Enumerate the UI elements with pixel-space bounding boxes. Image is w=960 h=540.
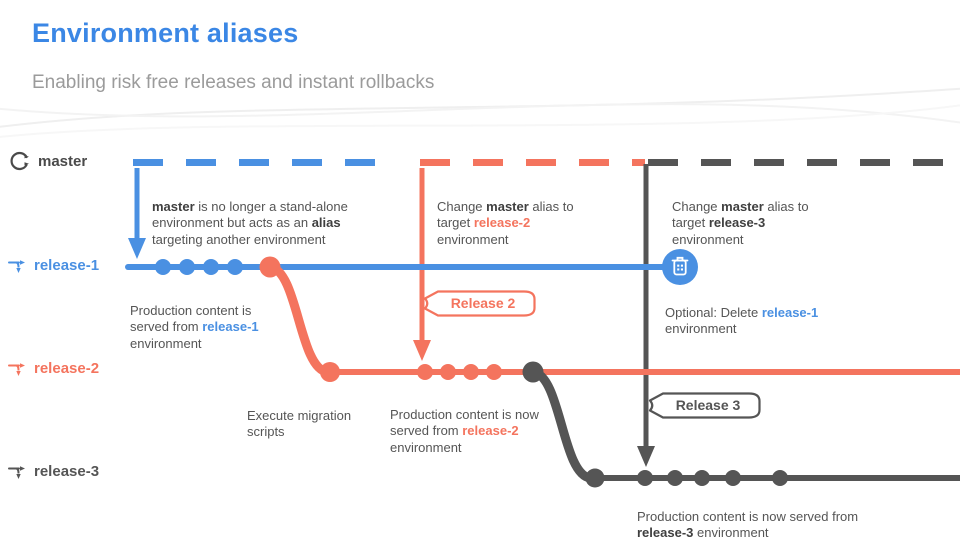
badge-label: Release 3 [675,397,741,413]
note-production-release-3: Production content is now served from re… [637,509,859,540]
release-3-start-dot [585,468,605,488]
master-timeline-salmon-segment [420,159,645,166]
master-timeline-blue-segment [133,159,378,166]
page-subtitle: Enabling risk free releases and instant … [32,72,435,93]
release-3-branch-point [522,361,544,383]
master-timeline-dark-segment [648,159,960,166]
note-production-release-2: Production content is now served from re… [390,407,539,455]
note-delete-release-1: Optional: Delete release-1 environment [665,305,819,337]
branch-label-text: release-3 [34,463,100,480]
branch-icon [8,259,25,273]
badge-tag-shape [423,290,536,317]
badge-label: Release 2 [450,295,516,311]
note-production-release-1: Production content is served from releas… [130,303,259,351]
branch-icon [8,362,25,376]
note-change-master-release-3: Change master alias to target release-3 … [672,199,809,247]
branch-icon [8,465,25,479]
release-2-start-dot [320,362,340,382]
branch-label-release-2: release-2 [8,360,99,377]
note-master-alias: master is no longer a stand-alone enviro… [152,199,348,247]
release-2-commit-dots [417,364,502,380]
release-2-badge: Release 2 [422,290,536,317]
release-3-badge: Release 3 [647,392,761,419]
branch-label-release-1: release-1 [8,257,99,274]
delete-release-1-marker [662,249,698,285]
trash-icon [671,256,689,276]
page-title: Environment aliases [32,18,299,48]
badge-tag-shape [648,392,761,419]
release-1-commit-dots [155,259,243,275]
branch-label-text: master [38,152,88,170]
release-3-commit-dots [637,470,788,486]
branch-label-master: master [10,151,87,171]
alias-arrow-to-release-3 [637,164,655,467]
trash-icon-dots [677,264,683,271]
note-execute-migration: Execute migration scripts [247,408,352,440]
release-2-branch-point [259,256,281,278]
branch-label-release-3: release-3 [8,463,99,480]
alias-arrow-to-release-1 [128,168,146,259]
note-change-master-release-2: Change master alias to target release-2 … [437,199,574,247]
alias-icon [10,151,29,171]
alias-arrow-to-release-2 [413,168,431,361]
branch-label-text: release-2 [34,360,100,377]
branch-label-text: release-1 [34,257,100,274]
